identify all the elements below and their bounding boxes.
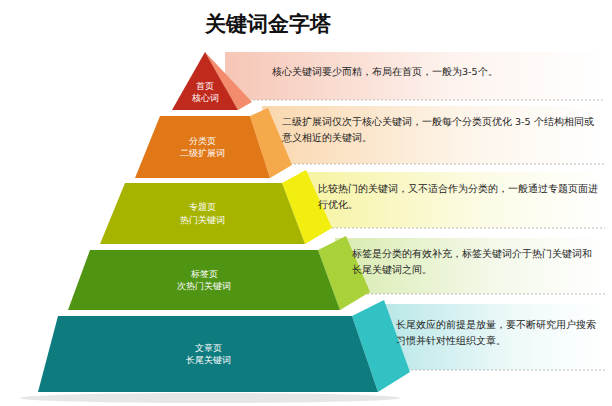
pyramid-tier: 分类页二级扩展词 [135,116,270,178]
tier-face [38,316,378,392]
tier-label: 次热门关键词 [177,280,231,292]
tier-label: 首页 [196,80,214,92]
description-note: 标签是分类的有效补充，标签关键词介于热门关键词和长尾关键词之间。 [352,246,600,277]
diagram-title: 关键词金字塔 [205,10,331,38]
tier-label: 二级扩展词 [180,147,225,159]
tier-label: 分类页 [189,135,216,147]
pyramid-tier: 专题页热门关键词 [100,183,305,244]
description-note: 比较热门的关键词，又不适合作为分类的，一般通过专题页面进行优化。 [318,181,600,212]
tier-face [68,250,340,310]
tier-label: 文章页 [195,342,222,354]
tier-label: 专题页 [189,201,216,213]
description-note: 二级扩展词仅次于核心关键词，一般每个分类页优化 3-5 个结构相同或意义相近的关… [282,114,600,145]
tier-face [100,183,305,244]
tier-label: 长尾关键词 [186,354,231,366]
pyramid-tier: 标签页次热门关键词 [68,250,340,310]
pyramid-tier: 文章页长尾关键词 [38,316,378,392]
tier-label: 核心词 [192,92,219,104]
tier-face [135,116,270,178]
pyramid-tier: 首页核心词 [172,52,238,110]
tier-label: 热门关键词 [180,214,225,226]
shadow [20,393,400,403]
tier-label: 标签页 [191,268,218,280]
description-note: 长尾效应的前提是放量，要不断研究用户搜索习惯并针对性组织文章。 [396,317,600,348]
description-note: 核心关键词要少而精，布局在首页，一般为3-5个。 [272,64,597,80]
